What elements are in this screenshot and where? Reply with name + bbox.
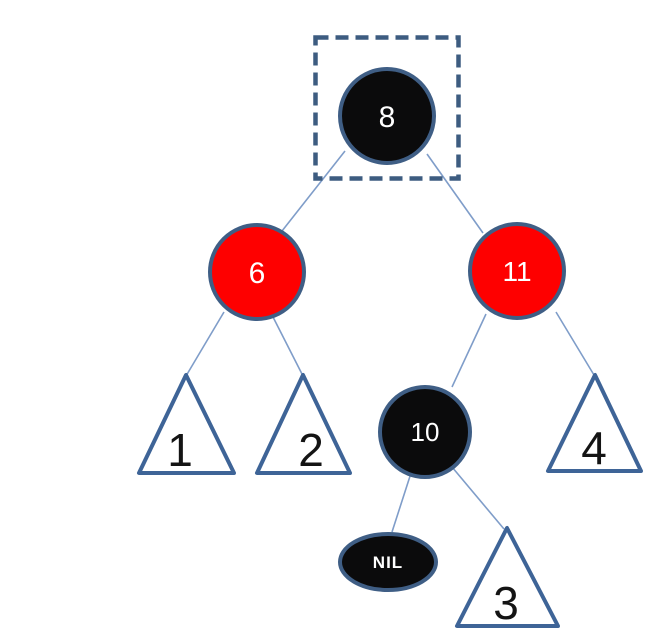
edge-6-1 xyxy=(185,311,225,377)
node-10-circle xyxy=(378,385,472,479)
selection-dashed-box xyxy=(313,35,461,181)
subtree-triangle-1-label: 1 xyxy=(167,424,193,476)
node-6-label: 6 xyxy=(249,257,266,290)
node-6: 6 xyxy=(208,223,306,321)
nil-leaf-label: NIL xyxy=(373,553,403,572)
edge-10-3 xyxy=(451,466,505,530)
edge-8-6 xyxy=(281,150,346,232)
node-11: 11 xyxy=(468,222,566,320)
subtree-triangle-4: 4 xyxy=(546,373,643,474)
node-10-label: 10 xyxy=(411,417,440,447)
subtree-triangle-2-label: 2 xyxy=(298,424,324,476)
node-6-circle xyxy=(208,223,306,321)
subtree-triangle-3: 3 xyxy=(455,526,560,629)
node-8-label: 8 xyxy=(379,101,396,134)
subtree-triangle-1: 1 xyxy=(137,373,236,476)
node-11-label: 11 xyxy=(502,256,531,287)
subtree-triangle-1-shape xyxy=(137,373,236,475)
node-8: 8 xyxy=(338,67,436,165)
node-11-circle xyxy=(468,222,566,320)
subtree-triangle-3-shape xyxy=(455,526,560,628)
subtree-triangle-3-label: 3 xyxy=(493,577,519,629)
edge-6-2 xyxy=(272,316,304,377)
edge-11-4 xyxy=(555,311,595,376)
subtree-triangle-4-label: 4 xyxy=(581,422,607,474)
node-8-circle xyxy=(338,67,436,165)
node-10: 10 xyxy=(378,385,472,479)
edge-10-nil xyxy=(391,469,413,533)
subtree-triangle-4-shape xyxy=(546,373,643,473)
subtree-triangle-2: 2 xyxy=(255,373,352,476)
edge-11-10 xyxy=(451,313,487,388)
edge-8-11 xyxy=(426,153,484,234)
edges xyxy=(185,150,595,533)
subtree-triangle-2-shape xyxy=(255,373,352,475)
nil-leaf: NIL xyxy=(338,532,438,592)
nil-leaf-ellipse xyxy=(338,532,438,592)
